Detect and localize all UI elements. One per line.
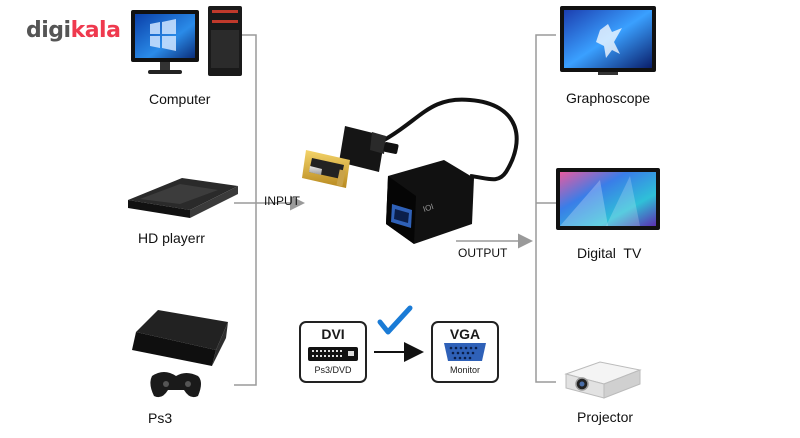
output-bracket xyxy=(456,34,556,383)
output-label-digital-tv: Digital TV xyxy=(577,245,642,261)
dvi-caption: Ps3/DVD xyxy=(314,365,352,375)
game-console-icon xyxy=(132,310,228,398)
input-bracket xyxy=(234,34,305,386)
input-label-computer: Computer xyxy=(149,91,211,107)
svg-text:IOI: IOI xyxy=(422,202,435,214)
logo-part-1: digi xyxy=(26,18,71,43)
vga-badge xyxy=(431,321,499,383)
input-label-hd-player: HD playerr xyxy=(138,230,205,246)
vga-adapter-icon: IOI xyxy=(386,160,474,244)
output-label-projector: Projector xyxy=(577,409,634,425)
brand-logo: digikala xyxy=(26,18,121,43)
tv-icon xyxy=(556,168,660,230)
dvi-plug-icon xyxy=(302,126,399,188)
input-flow-label: INPUT xyxy=(264,194,300,208)
output-label-graphoscope: Graphoscope xyxy=(566,90,651,106)
check-icon xyxy=(377,305,413,335)
dvi-badge xyxy=(299,321,367,383)
tv-icon xyxy=(560,6,656,75)
input-label-ps3: Ps3 xyxy=(148,410,173,426)
dvi-title: DVI xyxy=(321,326,345,342)
vga-caption: Monitor xyxy=(449,365,480,375)
output-flow-label: OUTPUT xyxy=(458,246,508,260)
logo-part-2: kala xyxy=(70,18,121,43)
vga-title: VGA xyxy=(449,326,481,342)
desktop-computer-icon xyxy=(131,6,242,76)
projector-icon xyxy=(564,361,642,399)
hd-player-icon xyxy=(128,178,238,218)
adapter-cable xyxy=(383,97,519,182)
